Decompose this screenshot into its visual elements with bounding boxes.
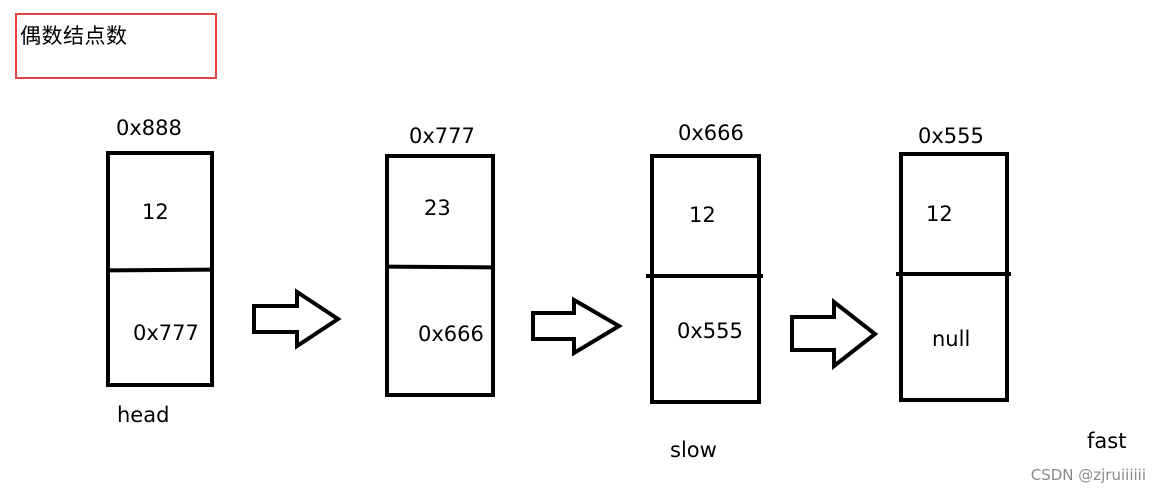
watermark: CSDN @zjruiiiiii — [1030, 466, 1146, 484]
node-4-divider — [896, 272, 1011, 276]
node-4-address: 0x555 — [918, 124, 984, 148]
node-3-box — [650, 154, 761, 404]
node-2-value: 23 — [424, 196, 451, 220]
fast-label: fast — [1087, 429, 1127, 453]
node-3-value: 12 — [689, 203, 716, 227]
arrow-1-icon — [252, 288, 342, 350]
node-2-address: 0x777 — [409, 124, 475, 148]
node-1-value: 12 — [142, 200, 169, 224]
diagram-title: 偶数结点数 — [20, 24, 128, 48]
node-1-box — [106, 151, 214, 387]
node-2-next: 0x666 — [418, 322, 484, 346]
title-box — [15, 13, 217, 79]
node-2-box — [385, 154, 495, 397]
node-1-address: 0x888 — [116, 116, 182, 140]
slow-label: slow — [670, 438, 717, 462]
node-1-next: 0x777 — [133, 321, 199, 345]
node-4-next: null — [932, 327, 971, 351]
node-3-divider — [646, 274, 763, 278]
node-2-divider — [384, 264, 496, 270]
head-label: head — [117, 403, 170, 427]
arrow-2-icon — [531, 296, 623, 357]
node-4-box — [899, 152, 1009, 402]
node-3-next: 0x555 — [677, 319, 743, 343]
node-1-divider — [105, 267, 215, 273]
node-3-address: 0x666 — [678, 121, 744, 145]
node-4-value: 12 — [926, 202, 953, 226]
arrow-3-icon — [790, 297, 879, 371]
